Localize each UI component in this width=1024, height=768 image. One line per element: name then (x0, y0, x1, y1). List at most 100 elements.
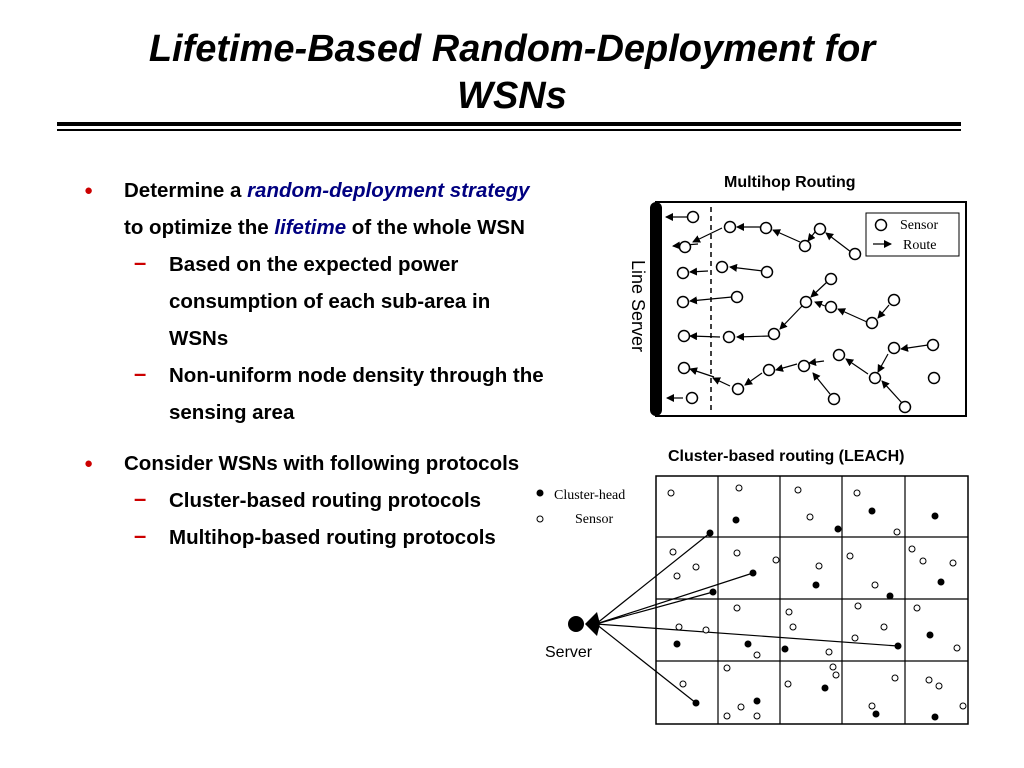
sensor-node (851, 634, 859, 642)
route-arrow (812, 372, 831, 395)
sensor-node (760, 265, 774, 279)
sensor-node (913, 604, 921, 612)
route-arrow (736, 332, 771, 341)
sensor-node (733, 604, 741, 612)
route-arrow (810, 281, 828, 298)
cluster-head-node (753, 697, 761, 705)
leach-grid-lines (656, 476, 968, 724)
bullet-1-pre: Determine a (124, 179, 248, 202)
cluster-head-node (931, 713, 939, 721)
sensor-node (827, 392, 841, 406)
server-antenna-icon (585, 612, 600, 636)
line-server-label: Line Server (628, 260, 648, 352)
sensor-node (853, 489, 861, 497)
sensor-node (953, 644, 961, 652)
sensor-node (824, 300, 838, 314)
sensor-node (806, 513, 814, 521)
bullet-2-text: Consider WSNs with following protocols (124, 452, 520, 475)
title-line-1: Lifetime-Based Random-Deployment for (148, 28, 876, 70)
sensor-node (753, 651, 761, 659)
cluster-link (595, 572, 754, 625)
sensor-node (927, 371, 941, 385)
sensor-node (832, 348, 846, 362)
sub-bullet-1-1-text: Based on the expected power consumption … (169, 253, 491, 350)
sensor-node (723, 220, 737, 234)
cluster-head-node (692, 699, 700, 707)
route-arrow (877, 304, 890, 319)
legend-cluster-head-label: Cluster-head (554, 488, 625, 503)
sensor-node (832, 671, 840, 679)
sensor-node (762, 363, 776, 377)
sensor-node (813, 222, 827, 236)
sensor-node (723, 664, 731, 672)
sensor-node (772, 556, 780, 564)
cluster-link (595, 591, 714, 625)
legend-cluster-head-icon (536, 489, 544, 497)
dash-icon: – (134, 486, 147, 511)
cluster-head-node (937, 578, 945, 586)
sub-bullet-1-1: – Based on the expected power consumptio… (84, 246, 554, 357)
sensor-node (677, 361, 691, 375)
sensor-node (891, 674, 899, 682)
sensor-node (759, 221, 773, 235)
bullet-dot-icon: ● (84, 455, 94, 472)
cluster-head-node (868, 507, 876, 515)
cluster-heads (673, 507, 945, 721)
sensor-node (679, 680, 687, 688)
bullet-1-highlight-strategy: random-deployment strategy (247, 179, 530, 202)
sensor-node (702, 626, 710, 634)
sensor-node (789, 623, 797, 631)
sensor-node (925, 676, 933, 684)
sensor-node (798, 239, 812, 253)
bullet-1-mid: to optimize the (124, 216, 275, 239)
route-arrow (689, 332, 721, 341)
multihop-diagram: Line Server Sensor Route (628, 201, 967, 417)
sensor-node (797, 359, 811, 373)
multihop-sensors (676, 210, 941, 414)
cluster-link (595, 623, 899, 647)
sub-bullet-1-2-text: Non-uniform node density through the sen… (169, 364, 544, 424)
sensor-node (824, 272, 838, 286)
sensor-node (949, 559, 957, 567)
route-arrow (825, 232, 852, 253)
sensor-node (737, 703, 745, 711)
route-arrow (689, 267, 709, 276)
sensor-node (854, 602, 862, 610)
sensor-node (675, 623, 683, 631)
bullet-dot-icon: ● (84, 182, 94, 199)
sensor-node (715, 260, 729, 274)
dash-icon: – (134, 523, 147, 548)
sensor-node (669, 548, 677, 556)
cluster-links (595, 532, 899, 704)
cluster-head-node (732, 516, 740, 524)
sub-bullet-2-2: – Multihop-based routing protocols (84, 519, 554, 556)
route-arrow (900, 344, 929, 352)
sensor-node (685, 391, 699, 405)
cluster-link (595, 623, 697, 704)
dash-icon: – (134, 250, 147, 275)
route-arrow (744, 372, 763, 386)
sensor-node (919, 557, 927, 565)
sensor-node (848, 247, 862, 261)
title-line-2: WSNs (457, 75, 567, 117)
route-arrow (772, 229, 801, 243)
sensor-node (865, 316, 879, 330)
sub-bullet-2-2-text: Multihop-based routing protocols (169, 526, 496, 549)
route-arrow (845, 358, 869, 375)
sensor-node (673, 572, 681, 580)
sensor-node (667, 489, 675, 497)
cluster-head-node (926, 631, 934, 639)
bullet-1-post: of the whole WSN (346, 216, 525, 239)
sub-bullet-1-2: – Non-uniform node density through the s… (84, 357, 554, 431)
cluster-head-node (834, 525, 842, 533)
sensor-node (730, 290, 744, 304)
sub-bullet-2-1-text: Cluster-based routing protocols (169, 489, 482, 512)
sensor-node (733, 549, 741, 557)
route-arrows (665, 213, 929, 404)
sensor-node (887, 293, 901, 307)
cluster-head-node (821, 684, 829, 692)
leach-grid-frame (655, 475, 969, 725)
sensor-node (794, 486, 802, 494)
sensor-node (868, 371, 882, 385)
